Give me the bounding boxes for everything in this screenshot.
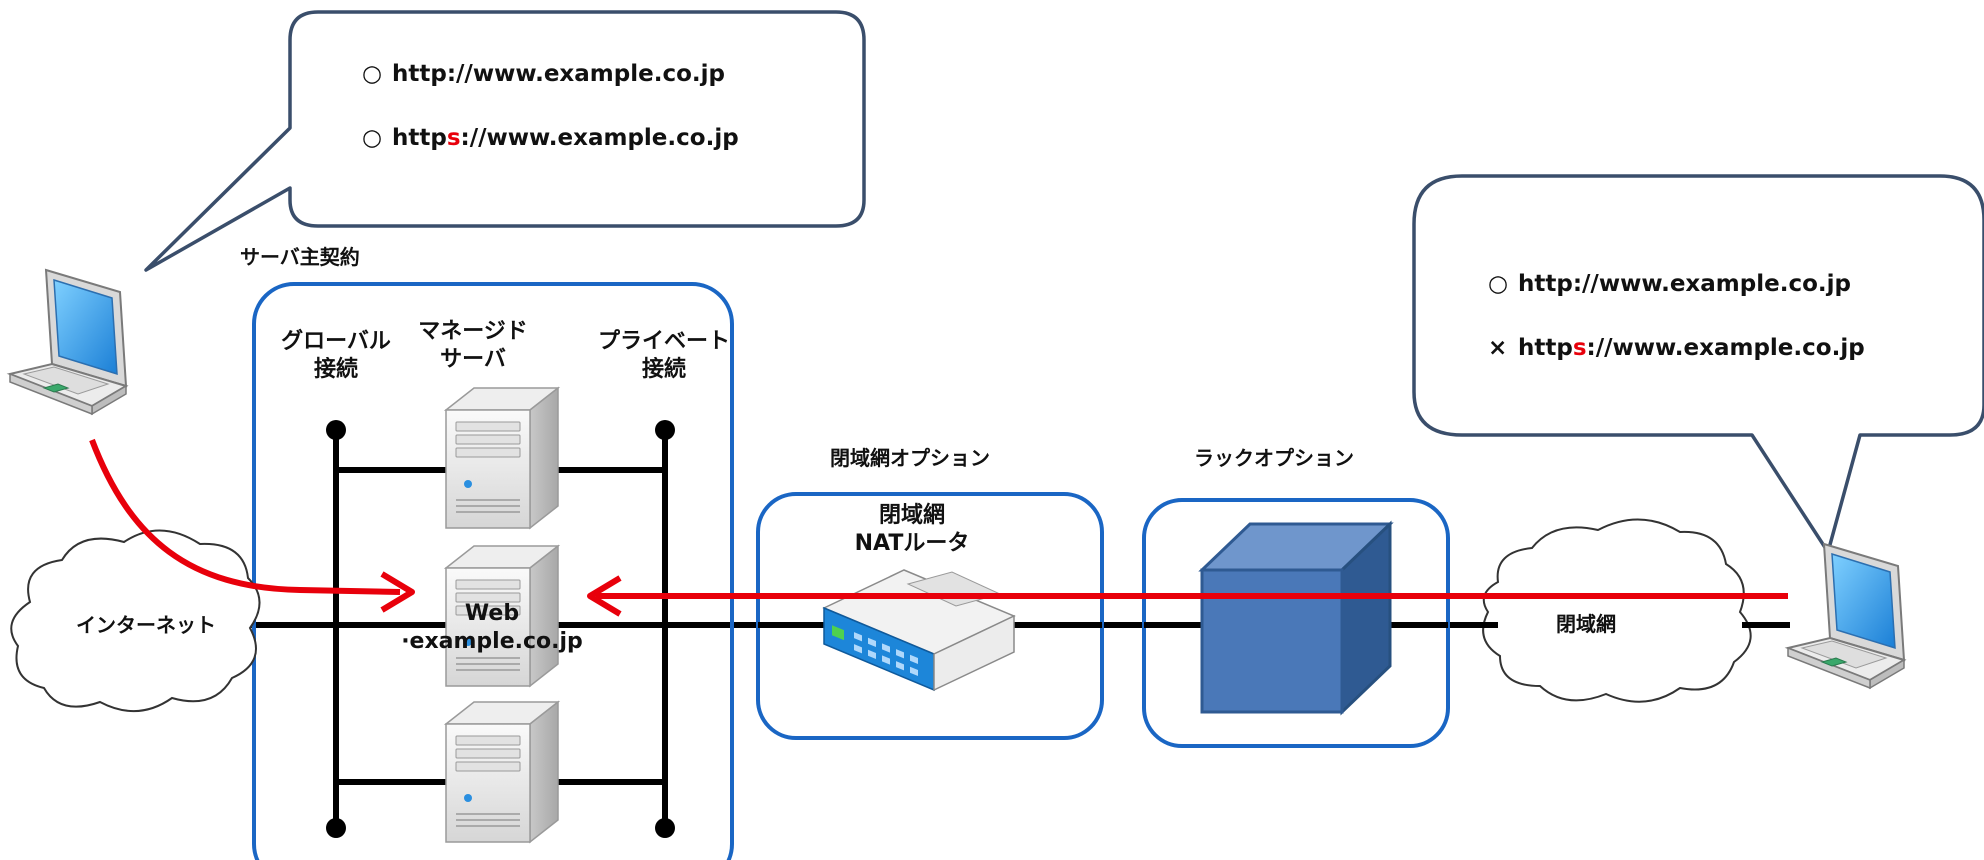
closed-network-arrowhead	[587, 575, 622, 617]
web-server-label: Web ·example.co.jp	[401, 601, 583, 654]
rack-option-label: ラックオプション	[1194, 446, 1354, 470]
internet-access-arrow	[89, 438, 401, 595]
internet-label: インターネット	[76, 613, 216, 637]
internet-cloud-icon	[10, 529, 261, 713]
ok-mark: ○	[362, 125, 383, 151]
global-top-node	[326, 420, 346, 440]
right-bubble-https-line: ×https://www.example.co.jp	[1488, 335, 1865, 361]
ok-mark: ○	[362, 61, 383, 87]
private-top-node	[655, 420, 675, 440]
right-laptop-icon	[1787, 543, 1905, 689]
server-icon	[445, 701, 559, 843]
left-bubble-http-line: ○http://www.example.co.jp	[362, 61, 725, 87]
closed-network-cloud-icon	[1482, 518, 1752, 703]
right-bubble-http-line: ○http://www.example.co.jp	[1488, 271, 1851, 297]
ok-mark: ○	[1488, 271, 1509, 297]
private-connection-label: プライベート 接続	[597, 329, 731, 382]
internet-arrowhead	[380, 571, 415, 613]
nat-router-icon	[822, 569, 1016, 692]
private-bottom-node	[655, 818, 675, 838]
server-contract-label: サーバ主契約	[240, 245, 360, 269]
managed-server-icon	[445, 387, 559, 529]
right-speech-bubble	[1412, 174, 1984, 554]
closed-network-option-label: 閉域網オプション	[830, 446, 990, 470]
left-speech-bubble	[144, 10, 866, 272]
ng-mark: ×	[1488, 335, 1508, 361]
global-connection-label: グローバル 接続	[281, 329, 391, 382]
global-bottom-node	[326, 818, 346, 838]
left-bubble-https-line: ○https://www.example.co.jp	[362, 125, 739, 151]
closed-network-label: 閉域網	[1556, 612, 1616, 636]
managed-server-label: マネージド サーバ	[418, 319, 528, 372]
left-laptop-icon	[9, 269, 127, 415]
nat-router-label: 閉域網 NATルータ	[854, 503, 970, 556]
rack-cube-icon	[1198, 520, 1394, 716]
